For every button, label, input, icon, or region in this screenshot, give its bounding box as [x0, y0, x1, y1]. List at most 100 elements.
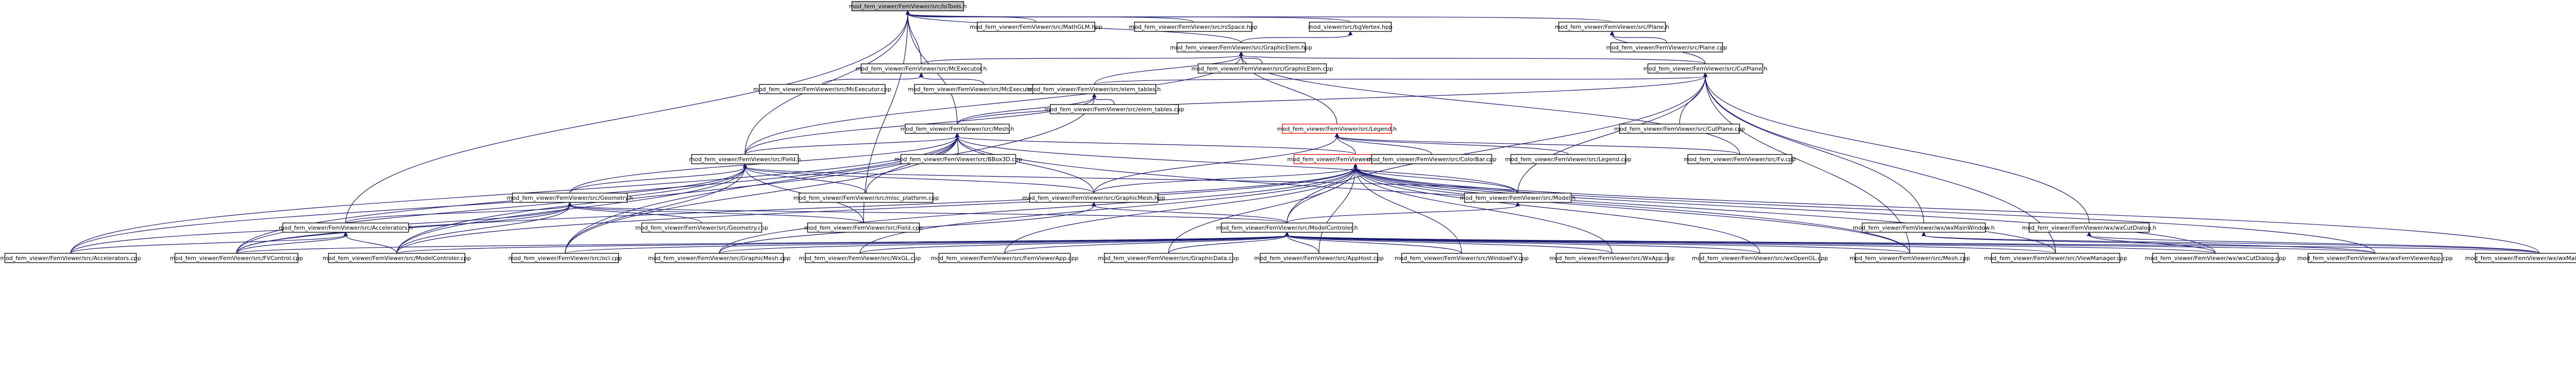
node-box[interactable] [1647, 63, 1764, 74]
node-box[interactable] [1991, 253, 2121, 263]
graph-node[interactable]: mod_fem_viewer/FemViewer/src/AppHost.cpp [1254, 253, 1384, 263]
graph-node[interactable]: mod_fem_viewer/FemViewer/src/Field.h [689, 154, 801, 164]
node-box[interactable] [1401, 253, 1522, 263]
node-box[interactable] [1855, 253, 1965, 263]
node-box[interactable] [1197, 63, 1327, 74]
node-box[interactable] [1029, 193, 1159, 203]
graph-node[interactable]: mod_fem_viewer/FemViewer/src/ModelContro… [1216, 222, 1358, 233]
node-box[interactable] [799, 193, 934, 203]
node-box[interactable] [1510, 154, 1626, 164]
graph-node[interactable]: mod_fem_viewer/FemViewer/src/GraphicMesh… [648, 253, 791, 263]
node-box[interactable] [691, 154, 799, 164]
node-box[interactable] [905, 124, 1010, 134]
node-box[interactable] [2028, 222, 2150, 233]
graph-node[interactable]: mod_fem_viewer/FemViewer/wx/wxCutDialog.… [2145, 253, 2286, 263]
graph-node[interactable]: mod_fem_viewer/FemViewer/src/ocl.cpp [509, 253, 622, 263]
graph-node[interactable]: mod_fem_viewer/FemViewer/src/Geometry.h [507, 193, 633, 203]
node-box[interactable] [2475, 253, 2576, 263]
graph-node[interactable]: mod_fem_viewer/FemViewer/src/GraphicMesh… [1022, 193, 1165, 203]
node-box[interactable] [2152, 253, 2279, 263]
graph-node[interactable]: mod_fem_viewer/FemViewer/src/Mesh.h [901, 124, 1014, 134]
node-box[interactable] [1464, 193, 1572, 203]
graph-node[interactable]: mod_fem_viewer/FemViewer/src/Field.cpp [804, 222, 923, 233]
graph-node[interactable]: mod_fem_viewer/FemViewer/src/GraphicElem… [1191, 63, 1333, 74]
graph-node[interactable]: mod_fem_viewer/FemViewer/src/BBox3D.cpp [894, 154, 1022, 164]
graph-node[interactable]: mod_fem_viewer/FemViewer/src/McExecutor.… [856, 63, 987, 74]
graph-node[interactable]: mod_fem_viewer/FemViewer/wx/wxMainWindow… [1853, 222, 1995, 233]
graph-node[interactable]: mod_fem_viewer/FemViewer/src/ColorBar.cp… [1367, 154, 1497, 164]
graph-node[interactable]: mod_fem_viewer/FemViewer/src/Fv.cpp [1684, 154, 1796, 164]
node-box[interactable] [1260, 253, 1378, 263]
node-box[interactable] [1558, 22, 1666, 32]
node-box[interactable] [1032, 84, 1157, 94]
node-box[interactable] [1049, 104, 1179, 114]
node-box[interactable] [1371, 154, 1493, 164]
graph-node[interactable]: mod_fem_viewer/FemViewer/src/Legend.h [1277, 124, 1397, 134]
graph-node[interactable]: mod_viewer/src/bgVertex.hpp [1308, 22, 1393, 32]
node-box[interactable] [977, 22, 1095, 32]
node-box[interactable] [900, 154, 1016, 164]
graph-node[interactable]: mod_fem_viewer/FemViewer/src/Mesh.cpp [1850, 253, 1970, 263]
graph-node[interactable]: mod_fem_viewer/FemViewer/src/Plane.h [1555, 22, 1669, 32]
node-box[interactable] [174, 253, 299, 263]
node-box[interactable] [938, 253, 1071, 263]
focus-node-box[interactable] [851, 1, 964, 11]
node-box[interactable] [1619, 124, 1740, 134]
graph-node[interactable]: mod_fem_viewer/FemViewer/src/rsSpace.hpp [1129, 22, 1258, 32]
graph-node[interactable]: mod_fem_viewer/FemViewer/src/WxApp.cpp [1549, 253, 1675, 263]
dependency-edge [859, 166, 1356, 254]
node-box[interactable] [860, 63, 982, 74]
graph-node[interactable]: mod_fem_viewer/FemViewer/src/ModelContro… [323, 253, 471, 263]
node-box[interactable] [328, 253, 466, 263]
node-box[interactable] [805, 253, 915, 263]
node-box[interactable] [511, 253, 619, 263]
graph-node[interactable]: mod_fem_viewer/FemViewer/src/McExecutor_… [908, 84, 1060, 94]
node-box[interactable] [807, 222, 920, 233]
node-box[interactable] [1282, 124, 1392, 134]
graph-node[interactable]: mod_fem_viewer/FemViewer/src/Accelerator… [0, 253, 141, 263]
node-box[interactable] [1309, 22, 1392, 32]
graph-node[interactable]: mod_fem_viewer/FemViewer/src/CutPlane.h [1643, 63, 1768, 74]
graph-node[interactable]: mod_fem_viewer/FemViewer/src/Geometry.cp… [635, 222, 768, 233]
node-box[interactable] [759, 84, 886, 94]
node-box[interactable] [1176, 42, 1306, 53]
node-box[interactable] [1610, 42, 1723, 53]
node-box[interactable] [1104, 253, 1233, 263]
node-box[interactable] [512, 193, 628, 203]
node-box[interactable] [2308, 253, 2443, 263]
node-box[interactable] [1555, 253, 1669, 263]
node-box[interactable] [282, 222, 409, 233]
graph-node[interactable]: mod_fem_viewer/FemViewer/src/MathGLM.hpp [970, 22, 1103, 32]
graph-node[interactable]: mod_fem_viewer/FemViewer/wx/wxCutDialog.… [2022, 222, 2157, 233]
node-box[interactable] [1699, 253, 1821, 263]
graph-node[interactable]: mod_fem_viewer/FemViewer/src/CutPlane.cp… [1614, 124, 1745, 134]
graph-node[interactable]: mod_fem_viewer/FemViewer/src/Legend.cpp [1505, 154, 1632, 164]
graph-node[interactable]: mod_fem_viewer/FemViewer/src/WindowFV.cp… [1395, 253, 1529, 263]
graph-node[interactable]: mod_fem_viewer/FemViewer/wx/wxFemViewerA… [2297, 253, 2453, 263]
graph-node[interactable]: mod_fem_viewer/FemViewer/wx/wxMainWindow… [2465, 253, 2576, 263]
graph-node[interactable]: mod_fem_viewer/FemViewer/src/elem_tables… [1028, 84, 1161, 94]
node-box[interactable] [1861, 222, 1986, 233]
graph-node[interactable]: mod_fem_viewer/FemViewer/src/GraphicData… [1098, 253, 1239, 263]
dependency-edge [1168, 235, 1287, 254]
graph-node[interactable]: mod_fem_viewer/FemViewer/src/misc_platfo… [793, 193, 939, 203]
node-label: mod_fem_viewer/FemViewer/src/rsSpace.hpp [1129, 24, 1257, 30]
graph-node[interactable]: mod_fem_viewer/FemViewer/src/Plane.cpp [1606, 42, 1727, 53]
graph-node[interactable]: mod_fem_viewer/FemViewer/src/IoTools.h [849, 1, 967, 11]
node-box[interactable] [1134, 22, 1252, 32]
graph-node[interactable]: mod_fem_viewer/FemViewer/src/WxGL.cpp [799, 253, 921, 263]
graph-node[interactable]: mod_fem_viewer/FemViewer/src/wxOpenGL.cp… [1692, 253, 1828, 263]
graph-node[interactable]: mod_fem_viewer/FemViewer/src/McExecutor.… [753, 84, 891, 94]
node-box[interactable] [654, 253, 784, 263]
graph-node[interactable]: mod_fem_viewer/FemViewer/src/ViewManager… [1984, 253, 2127, 263]
node-box[interactable] [1221, 222, 1353, 233]
graph-node[interactable]: mod_fem_viewer/FemViewer/src/FVControl.c… [170, 253, 303, 263]
graph-node[interactable]: mod_fem_viewer/FemViewer/src/FemViewerAp… [931, 253, 1079, 263]
graph-node[interactable]: mod_fem_viewer/FemViewer/src/elem_tables… [1044, 104, 1184, 114]
node-box[interactable] [4, 253, 137, 263]
graph-node[interactable]: mod_fem_viewer/FemViewer/src/GraphicElem… [1170, 42, 1312, 53]
node-box[interactable] [641, 222, 762, 233]
graph-node[interactable]: mod_fem_viewer/FemViewer/src/Accelerator… [279, 222, 413, 233]
node-box[interactable] [1687, 154, 1792, 164]
graph-node[interactable]: mod_fem_viewer/FemViewer/src/Model.h [1460, 193, 1576, 203]
